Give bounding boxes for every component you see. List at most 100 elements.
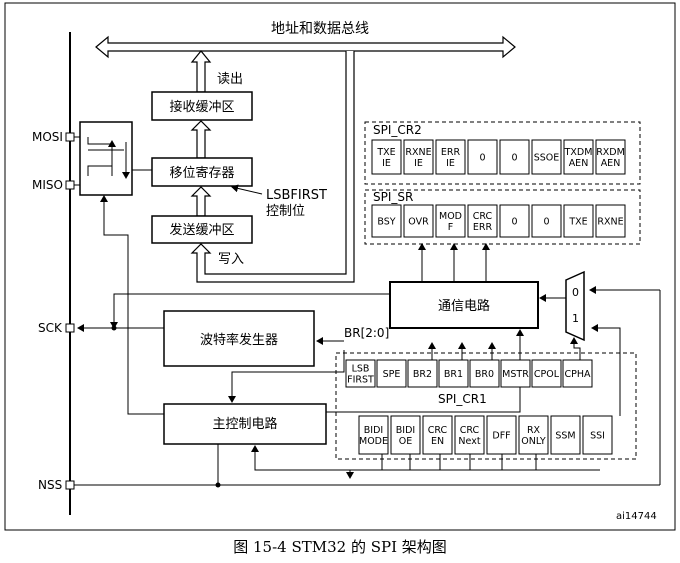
- spi-cr1-row1-cell-label: BR2: [413, 369, 432, 380]
- spi-cr1-row2-cell: [422, 415, 453, 455]
- read-arrow: [190, 50, 212, 93]
- comm-circuit-box: [389, 281, 539, 329]
- address-data-bus: 地址和数据总线: [95, 21, 516, 59]
- spi-sr-cell-label: BSY: [377, 217, 395, 228]
- spi-cr1-row1-cell: [469, 359, 500, 388]
- diagram-frame: [4, 2, 676, 531]
- spi-cr1-row1-cell: [345, 359, 376, 388]
- mux-in0: 0: [572, 286, 579, 299]
- lsbfirst-label-line2: 控制位: [266, 204, 305, 219]
- spi-cr2-cell: [403, 139, 434, 175]
- mosi-label: MOSI: [32, 130, 63, 144]
- spi-cr1-row1-cell-label: CPOL: [534, 369, 560, 380]
- master-control-label: 主控制电路: [212, 416, 277, 432]
- spi-cr2-cell: [467, 139, 498, 175]
- spi-sr-cell: [531, 204, 562, 238]
- rx-buffer-box: [151, 91, 253, 121]
- spi-cr1-row2-cell-label: DFF: [492, 431, 510, 442]
- spi-sr-cell-label: 0: [543, 217, 549, 228]
- spi-cr1-row2-cell-label: SSI: [590, 431, 605, 442]
- shift-to-rx-arrow: [190, 120, 212, 159]
- spi-cr2-cell: [563, 139, 594, 175]
- spi-cr2-cell: [595, 139, 626, 175]
- spi-sr-cell: [435, 204, 466, 238]
- spi-cr1-row1-cell: [562, 359, 593, 388]
- spi-cr2-cell: [435, 139, 466, 175]
- rx-buffer-label: 接收缓冲区: [169, 99, 234, 115]
- spi-cr1-row1-cell: [500, 359, 531, 388]
- spi-cr1-row2-cell: [518, 415, 549, 455]
- spi-cr1-row2-cell-label: SSM: [555, 431, 575, 442]
- spi-cr1-row1-cell-label: BR0: [475, 369, 494, 380]
- tx-to-shift-arrow: [190, 186, 212, 217]
- comm-circuit-label: 通信电路: [438, 298, 490, 314]
- spi-cr1-row1-cell-label: BR1: [444, 369, 463, 380]
- nss-label: NSS: [38, 478, 62, 492]
- spi-sr-cell-label: RXNE: [597, 217, 623, 228]
- spi-cr2-title: SPI_CR2: [373, 123, 422, 137]
- spi-cr1-row1-cell: [531, 359, 562, 388]
- spi-sr-cell: [467, 204, 498, 238]
- tx-buffer-label: 发送缓冲区: [169, 222, 234, 238]
- spi-sr-cell-label: TXE: [568, 217, 587, 228]
- spi-sr-title: SPI_SR: [373, 190, 413, 204]
- baud-generator-box: [163, 310, 315, 367]
- mosi-pin: [65, 132, 75, 142]
- lsbfirst-label-line1: LSBFIRST: [266, 188, 327, 203]
- mux-in1: 1: [572, 312, 579, 325]
- miso-label: MISO: [32, 178, 63, 192]
- spi-cr1-row2-cell: [358, 415, 389, 455]
- nss-mux: [565, 270, 585, 342]
- write-label: 写入: [218, 252, 244, 267]
- miso-pin: [65, 180, 75, 190]
- baud-generator-label: 波特率发生器: [200, 332, 278, 348]
- spi-cr1-row1-cell-label: MSTR: [502, 369, 529, 380]
- nss-pin: [65, 480, 75, 490]
- spi-cr2-cell: [499, 139, 530, 175]
- sck-pin: [65, 323, 75, 333]
- spi-sr-cell-label: 0: [511, 217, 517, 228]
- spi-cr1-row2-cell: [486, 415, 517, 455]
- write-path: [190, 51, 355, 283]
- spi-cr1-row1-cell-label: CPHA: [564, 369, 591, 380]
- master-control-box: [163, 403, 327, 445]
- pin-switch-box: [79, 121, 133, 196]
- spi-cr2-cell-label: SSOE: [534, 153, 560, 164]
- br-bits-label: BR[2:0]: [344, 326, 389, 340]
- spi-sr-cell: [595, 204, 626, 238]
- spi-cr1-row1-cell: [407, 359, 438, 388]
- spi-cr1-row2-cell: [582, 415, 613, 455]
- spi-cr1-row1-cell-label: SPE: [383, 369, 401, 380]
- figure-id: ai14744: [616, 511, 657, 522]
- spi-cr1-row2-cell: [550, 415, 581, 455]
- shift-register-box: [151, 157, 253, 187]
- bus-label: 地址和数据总线: [271, 21, 369, 37]
- shift-register-label: 移位寄存器: [169, 165, 234, 181]
- spi-sr-cell: [563, 204, 594, 238]
- spi-cr1-row1-cell: [438, 359, 469, 388]
- spi-sr-cell: [371, 204, 402, 238]
- spi-cr1-row1-cell: [376, 359, 407, 388]
- spi-cr1-row2-cell: [390, 415, 421, 455]
- spi-cr2-cell: [371, 139, 402, 175]
- spi-cr1-title: SPI_CR1: [438, 392, 487, 406]
- figure-caption: 图 15-4 STM32 的 SPI 架构图: [233, 538, 447, 556]
- spi-sr-cell-label: OVR: [408, 217, 429, 228]
- spi-cr1-row2-cell: [454, 415, 485, 455]
